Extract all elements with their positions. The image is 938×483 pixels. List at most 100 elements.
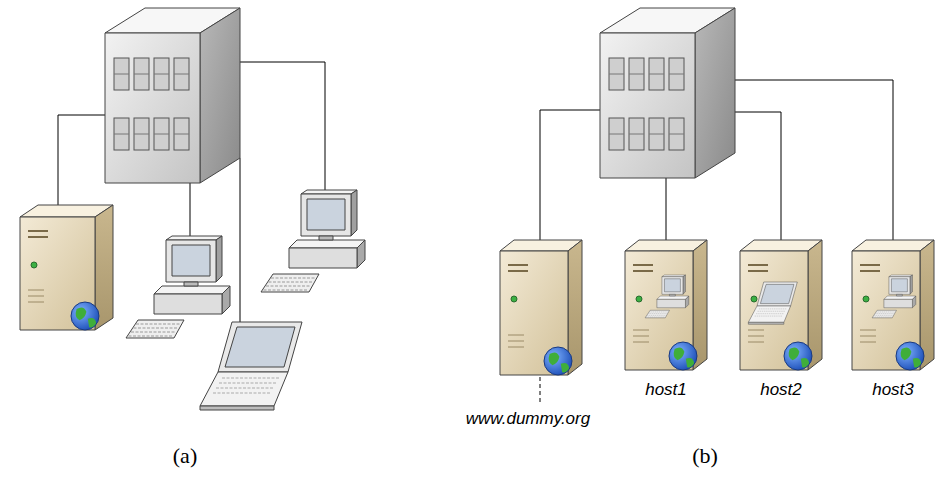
drive-slot — [28, 230, 48, 232]
building-window — [649, 118, 664, 150]
desktop-case-top — [154, 286, 230, 294]
building-window — [629, 58, 644, 90]
network-wire — [240, 62, 325, 190]
laptop-icon — [748, 282, 797, 324]
key-row — [755, 316, 783, 317]
globe-icon — [896, 342, 924, 370]
power-led — [751, 296, 757, 302]
vent-line — [633, 342, 649, 343]
window-bar — [154, 74, 169, 75]
power-led — [863, 296, 869, 302]
building-side — [200, 8, 240, 183]
desktop-case — [884, 299, 913, 307]
globe-icon — [784, 342, 812, 370]
building-icon — [105, 8, 240, 183]
window-bar — [609, 134, 624, 135]
building-window — [609, 118, 624, 150]
desktop-case-side — [222, 286, 230, 314]
monitor — [662, 277, 683, 295]
drive-slot — [860, 270, 880, 272]
monitor — [301, 194, 351, 236]
monitor-side — [910, 275, 913, 294]
key-row — [271, 278, 315, 279]
window-bar — [114, 134, 129, 135]
building-window — [134, 58, 149, 90]
key-row — [266, 286, 310, 287]
building-window — [174, 58, 189, 90]
monitor-screen — [307, 199, 345, 230]
window-bar — [649, 74, 664, 75]
desktop-case — [154, 294, 222, 314]
drive-slot — [508, 264, 528, 266]
monitor — [889, 277, 910, 295]
network-wire — [540, 110, 600, 245]
network-wire — [666, 178, 667, 245]
power-led — [511, 296, 517, 302]
monitor — [166, 240, 216, 282]
server-icon — [852, 240, 934, 370]
globe-icon — [669, 342, 697, 370]
desktop-case — [657, 299, 686, 307]
key-row — [129, 336, 173, 337]
drive-slot — [508, 270, 528, 272]
key-row — [756, 313, 784, 314]
window-bar — [609, 74, 624, 75]
key-row — [264, 290, 308, 291]
vent-line — [508, 341, 524, 342]
window-bar — [649, 134, 664, 135]
monitor-top — [662, 275, 686, 277]
key-row — [216, 388, 274, 389]
monitor-screen — [891, 279, 907, 292]
network-wire — [190, 183, 191, 236]
monitor-neck — [669, 294, 675, 296]
monitor-top — [166, 236, 222, 240]
keyboard — [261, 274, 319, 292]
desktop-case-side — [685, 296, 688, 308]
building-window — [134, 118, 149, 150]
leader-line — [540, 377, 541, 405]
keyboard — [126, 320, 184, 338]
globe-land — [674, 347, 685, 360]
drive-slot — [748, 270, 768, 272]
monitor-side — [216, 236, 222, 282]
building-window — [609, 58, 624, 90]
server-front — [20, 217, 95, 330]
building-front — [600, 33, 695, 178]
desktop-case-side — [912, 296, 915, 308]
vent-line — [28, 296, 44, 297]
building-window — [669, 118, 684, 150]
drive-slot — [28, 236, 48, 238]
window-bar — [669, 134, 684, 135]
monitor-neck — [184, 282, 198, 286]
network-wire — [58, 115, 105, 210]
key-row — [759, 308, 787, 309]
desktop-icon — [126, 236, 230, 338]
globe-icon — [544, 347, 572, 375]
globe-land — [76, 307, 87, 320]
host-label: host2 — [760, 380, 802, 400]
key-row — [131, 332, 175, 333]
desktop-icon — [261, 190, 365, 292]
window-bar — [134, 74, 149, 75]
key-row — [647, 315, 665, 316]
building-window — [649, 58, 664, 90]
monitor-side — [351, 190, 357, 236]
server-icon — [625, 240, 707, 370]
laptop-screen — [225, 327, 295, 367]
building-window — [669, 58, 684, 90]
key-row — [875, 313, 893, 314]
key-row — [876, 311, 894, 312]
key-row — [648, 313, 666, 314]
building-window — [114, 118, 129, 150]
laptop-lid — [218, 322, 302, 372]
network-wire — [240, 158, 241, 326]
desktop-case-side — [357, 240, 365, 268]
vent-line — [860, 330, 876, 331]
building-front — [105, 33, 200, 183]
vent-line — [28, 290, 44, 291]
host-label: host3 — [872, 380, 914, 400]
key-row — [874, 315, 892, 316]
keyboard — [645, 310, 669, 318]
vent-line — [633, 336, 649, 337]
